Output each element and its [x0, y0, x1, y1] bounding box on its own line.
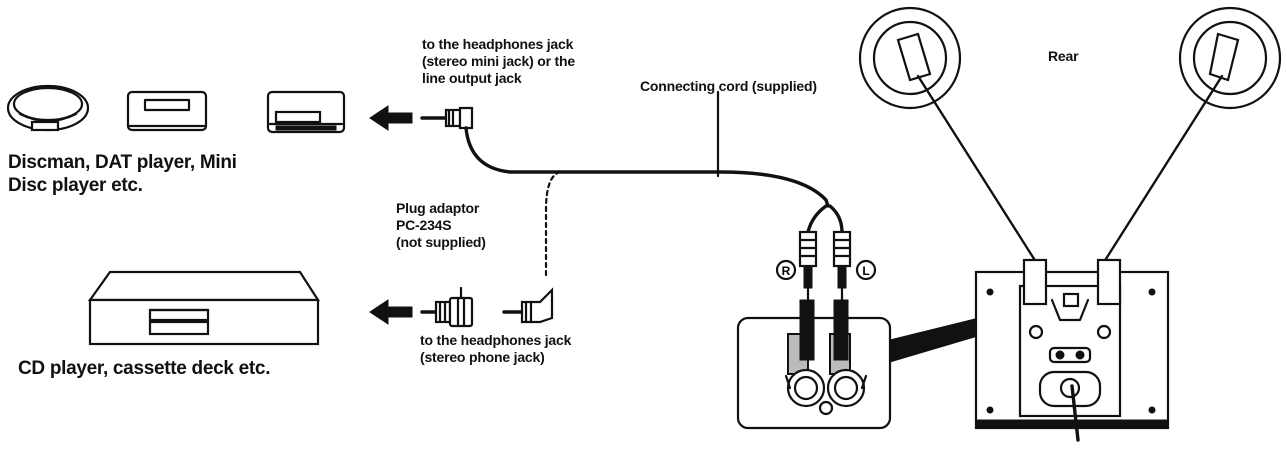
speaker-unit-icon	[858, 6, 1282, 442]
adaptor-plug-icon	[420, 286, 474, 328]
channel-r-badge: R	[775, 259, 797, 281]
devices-top-label: Discman, DAT player, Mini Disc player et…	[8, 152, 237, 196]
discman-icon	[6, 84, 90, 132]
arrow-left-icon	[369, 105, 413, 131]
arrow-left-icon	[369, 299, 413, 325]
dat-player-icon	[126, 90, 208, 132]
connecting-cord-label: Connecting cord (supplied)	[640, 78, 817, 94]
channel-l-label: L	[862, 264, 869, 278]
jack-top-label: to the headphones jack (stereo mini jack…	[422, 36, 575, 86]
cd-player-icon	[87, 270, 321, 346]
rca-plug-icon	[798, 230, 818, 302]
mini-plug-icon	[420, 106, 474, 130]
plug-adaptor-label: Plug adaptor PC-234S (not supplied)	[396, 200, 486, 250]
rear-label: Rear	[1048, 48, 1079, 64]
minidisc-player-icon	[266, 90, 346, 134]
rca-plug-icon	[832, 230, 852, 302]
channel-l-badge: L	[855, 259, 877, 281]
devices-bottom-label: CD player, cassette deck etc.	[18, 358, 271, 379]
mini-plug-icon	[502, 287, 554, 324]
channel-r-label: R	[782, 264, 791, 278]
jack-bottom-label: to the headphones jack (stereo phone jac…	[420, 332, 572, 365]
jack-panel-zoom	[736, 299, 892, 430]
